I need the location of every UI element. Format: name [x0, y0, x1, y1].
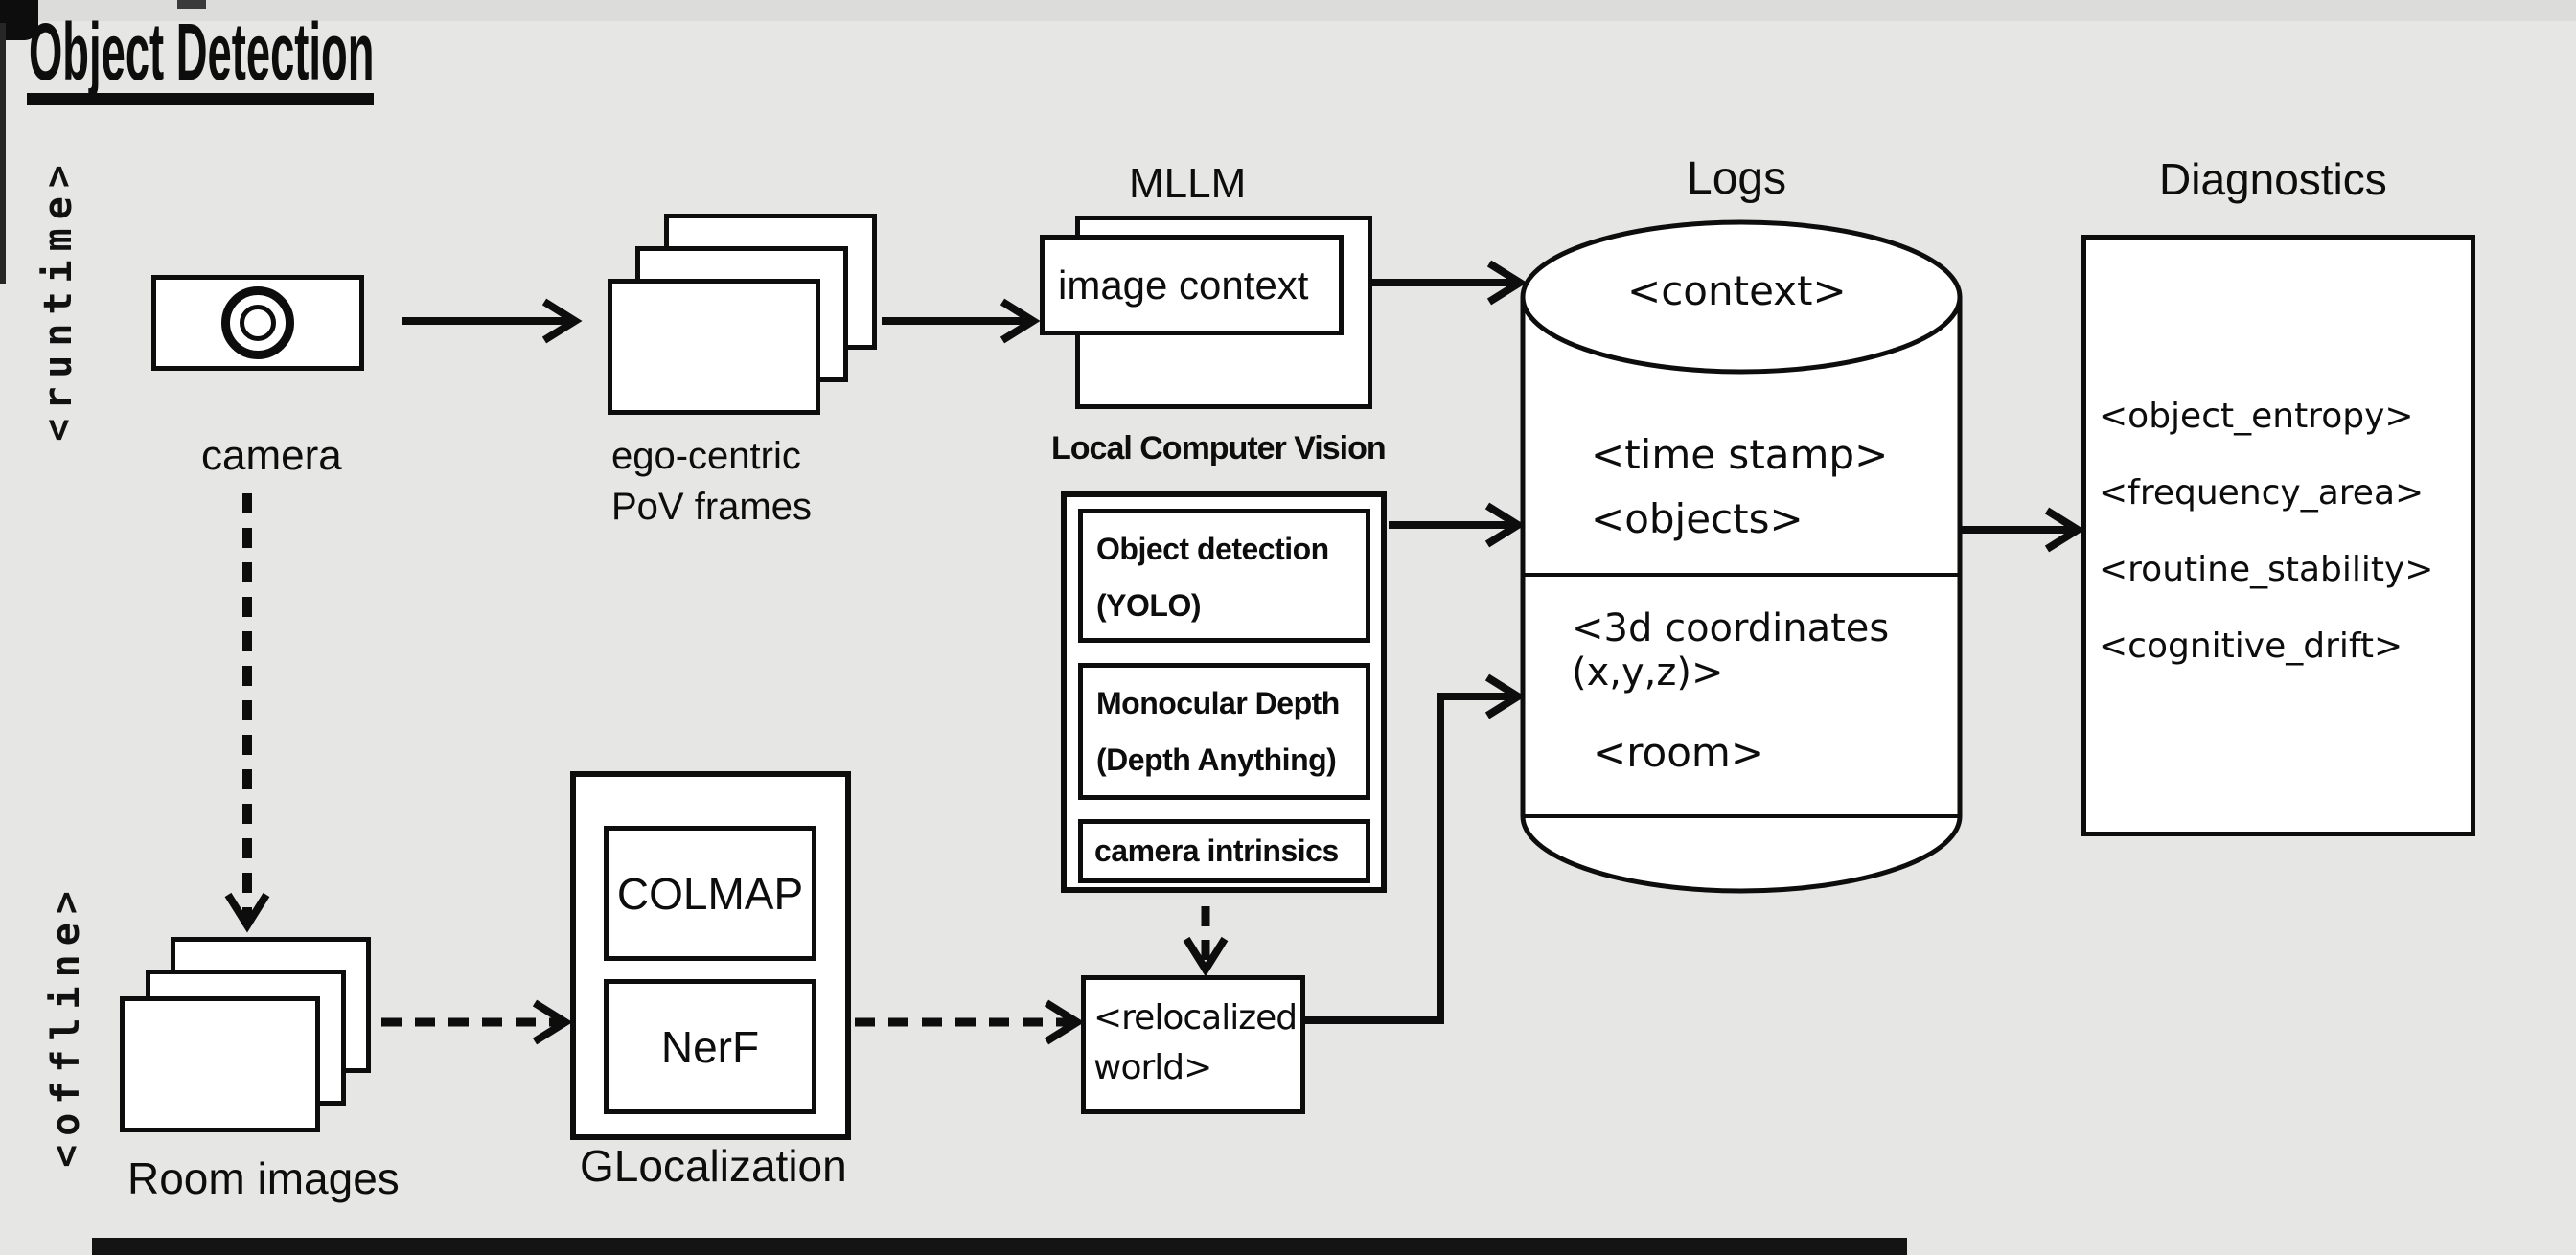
lcv-depth-node: Monocular Depth (Depth Anything)	[1078, 663, 1370, 800]
frames-label-line1: ego-centric	[611, 435, 801, 477]
page-title: Object Detection	[29, 7, 375, 97]
lcv-yolo-line2: (YOLO)	[1096, 588, 1201, 623]
left-edge-artifact	[0, 23, 6, 284]
lcv-depth-line1: Monocular Depth	[1096, 686, 1340, 720]
logs-cylinder	[1520, 219, 1963, 894]
diagnostics-field-object-entropy: <object_entropy>	[2099, 397, 2414, 436]
diagnostics-title: Diagnostics	[2159, 154, 2387, 204]
camera-label: camera	[201, 432, 342, 479]
image-context-label: image context	[1058, 262, 1309, 308]
logs-field-coordinates: <3d coordinates (x,y,z)>	[1572, 606, 1889, 695]
cylinder-bottom-cap	[1520, 815, 1963, 894]
diagnostics-node	[2082, 235, 2475, 836]
lcv-yolo-node: Object detection (YOLO)	[1078, 509, 1370, 643]
lcv-intrinsics-label: camera intrinsics	[1094, 833, 1339, 868]
camera-lens-inner-icon	[240, 305, 276, 341]
pov-frame-front	[608, 279, 820, 415]
logs-field-time-stamp: <time stamp>	[1591, 431, 1889, 478]
title-underline	[27, 93, 374, 105]
logs-field-room: <room>	[1593, 729, 1765, 776]
bottom-edge-bar	[92, 1238, 1907, 1255]
room-image-front	[120, 996, 320, 1132]
image-context-node: image context	[1040, 235, 1344, 335]
relocalized-world-node: <relocalized world>	[1081, 975, 1305, 1114]
logs-field-context: <context>	[1627, 267, 1847, 314]
lcv-yolo-line1: Object detection	[1096, 532, 1329, 566]
diagnostics-field-routine-stability: <routine_stability>	[2099, 550, 2434, 589]
nerf-label: NerF	[660, 1021, 760, 1072]
logs-field-coordinates-line1: <3d coordinates	[1572, 606, 1890, 650]
relocalized-line1: <relocalized	[1093, 998, 1298, 1038]
diagnostics-field-frequency-area: <frequency_area>	[2099, 473, 2425, 513]
colmap-label: COLMAP	[616, 868, 804, 919]
arrow-relocalized-to-logs	[1305, 673, 1526, 1024]
diagnostics-field-cognitive-drift: <cognitive_drift>	[2099, 627, 2404, 666]
mllm-title: MLLM	[1129, 160, 1247, 207]
top-edge-band	[0, 0, 2576, 21]
lcv-intrinsics-node: camera intrinsics	[1078, 819, 1370, 883]
colmap-node: COLMAP	[604, 826, 816, 961]
window-corner-artifact	[0, 0, 38, 40]
logs-field-coordinates-line2: (x,y,z)>	[1572, 650, 1724, 695]
lcv-depth-line2: (Depth Anything)	[1096, 742, 1337, 777]
frames-label-line2: PoV frames	[611, 486, 812, 528]
top-notch-artifact	[177, 0, 206, 9]
relocalized-line2: world>	[1093, 1048, 1212, 1087]
nerf-node: NerF	[604, 979, 816, 1114]
room-images-label: Room images	[127, 1153, 400, 1203]
glocalization-label: GLocalization	[580, 1141, 847, 1191]
logs-title: Logs	[1687, 153, 1787, 204]
logs-field-objects: <objects>	[1591, 495, 1804, 542]
lcv-title: Local Computer Vision	[1051, 430, 1387, 467]
